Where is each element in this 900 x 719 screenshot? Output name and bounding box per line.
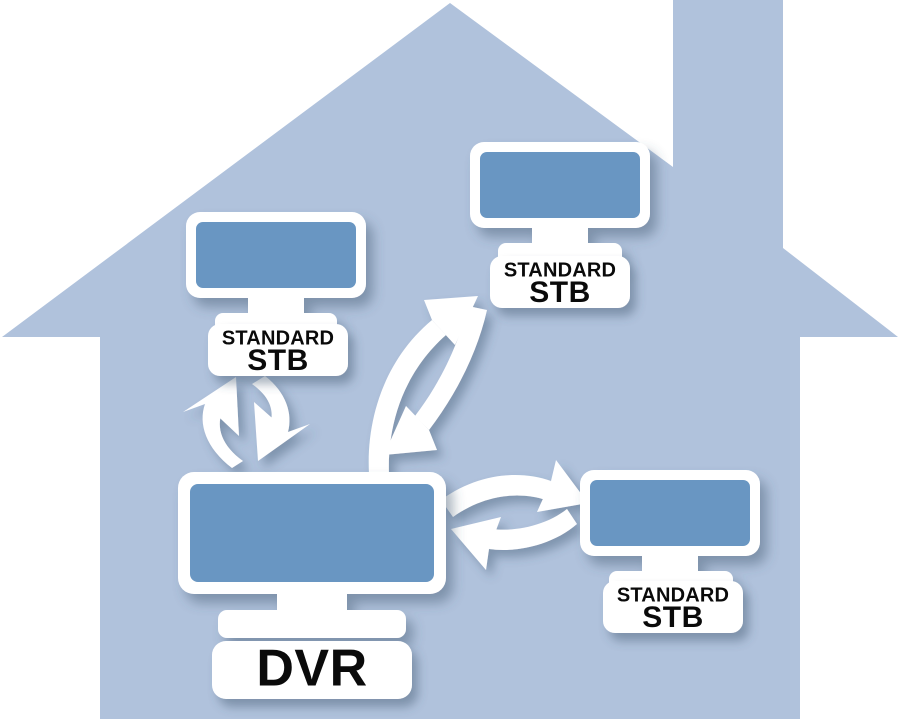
stb-top-stand-neck — [532, 226, 588, 248]
dvr-label-box — [212, 641, 412, 699]
arrow-stb-right-to-dvr — [451, 509, 577, 570]
arrow-dvr-to-stb-left — [183, 377, 243, 468]
stb-right-label-stb: STB — [642, 601, 704, 634]
arrow-dvr-to-stb-right — [441, 460, 588, 517]
stb-right-label-standard: STANDARD — [617, 584, 729, 606]
stb-left-screen — [196, 222, 356, 288]
stb-left-label-box — [208, 324, 348, 376]
link-dvr-stb-top — [368, 296, 487, 475]
stb-right-stand-neck — [642, 554, 698, 576]
stb-top-label-box — [490, 256, 630, 308]
arrow-dvr-to-stb-top — [368, 296, 478, 475]
stb-right-screen — [590, 480, 750, 546]
dvr-screen — [190, 484, 434, 582]
link-dvr-stb-left — [183, 376, 310, 468]
stb-top-label-stb: STB — [529, 276, 591, 309]
stb-right-label-box — [603, 581, 743, 633]
arrow-stb-left-to-dvr — [252, 376, 310, 461]
stb-top-screen — [480, 152, 640, 218]
arrow-stb-top-to-dvr — [384, 306, 487, 455]
dvr-stand-base — [218, 610, 406, 638]
stb-left-stand-neck — [248, 296, 304, 318]
device-stb-left[interactable]: STANDARD STB — [186, 212, 366, 377]
dvr-label: DVR — [256, 640, 367, 698]
link-dvr-stb-right — [441, 460, 588, 570]
device-dvr[interactable]: DVR — [178, 472, 446, 699]
stb-left-label-standard: STANDARD — [222, 327, 334, 349]
device-stb-top[interactable]: STANDARD STB — [470, 142, 650, 309]
stb-top-label-standard: STANDARD — [504, 259, 616, 281]
device-stb-right[interactable]: STANDARD STB — [580, 470, 760, 634]
stb-left-label-stb: STB — [247, 344, 309, 377]
